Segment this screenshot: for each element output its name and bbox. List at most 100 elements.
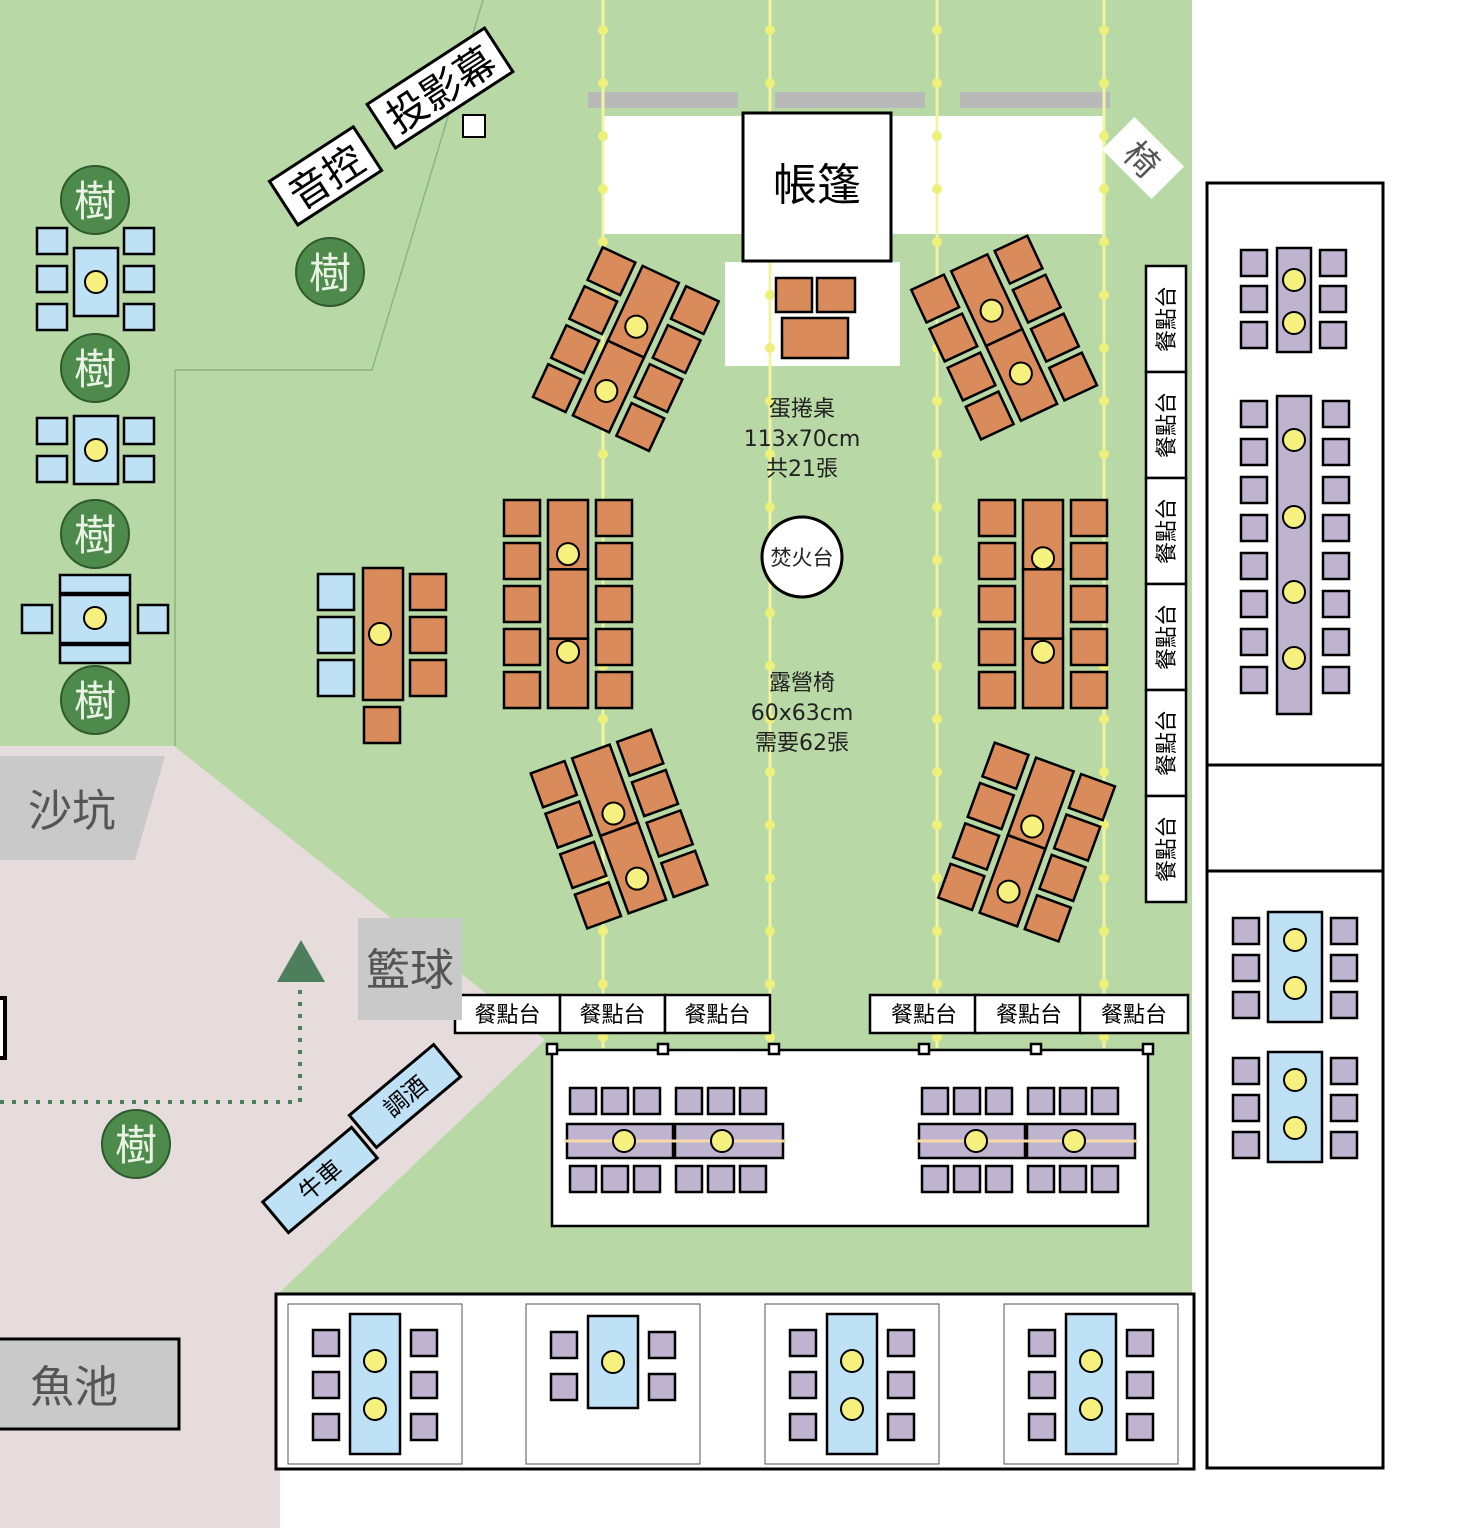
lamp-icon (1282, 505, 1306, 529)
lamp-icon (556, 639, 580, 664)
chair (1321, 513, 1351, 543)
light-bulb (598, 714, 608, 724)
side-table-set-middle (35, 414, 156, 486)
light-bulb (932, 184, 942, 194)
chair (35, 302, 69, 332)
chair (1231, 990, 1261, 1020)
camp-chair-title: 露營椅 (769, 671, 835, 696)
basketball-label: 籃球 (366, 945, 454, 996)
chair (1231, 1130, 1261, 1160)
chair (1058, 1086, 1088, 1116)
table-block-left-bottom (529, 728, 710, 931)
chair (920, 1086, 950, 1116)
chair (920, 1164, 950, 1194)
bench (58, 643, 132, 665)
direction-arrow-icon (277, 940, 325, 982)
chair (1239, 627, 1269, 657)
camp-chair (1037, 853, 1088, 903)
chair (706, 1164, 736, 1194)
chair (311, 1412, 341, 1442)
light-bulb (765, 873, 775, 883)
chair (1026, 1086, 1056, 1116)
light-bulb (932, 449, 942, 459)
chair (122, 416, 156, 446)
table-block-right-center (977, 498, 1109, 710)
camp-chair (316, 658, 356, 698)
light-bulb (1099, 820, 1109, 830)
light-bulb (765, 25, 775, 35)
light-bulb (1099, 184, 1109, 194)
lamp-icon (1283, 1068, 1307, 1092)
light-bulb (932, 926, 942, 936)
chair (788, 1328, 818, 1358)
chair (136, 603, 170, 635)
food-station-bottom-right-1: 餐點台 (868, 993, 980, 1035)
camp-chair (1069, 670, 1109, 710)
egg-roll-table-count: 共21張 (766, 457, 838, 482)
lamp-icon (556, 542, 580, 567)
chair (1329, 953, 1359, 983)
chair (788, 1370, 818, 1400)
tree-label: 樹 (74, 345, 116, 394)
chair (1318, 320, 1348, 350)
chair (1027, 1370, 1057, 1400)
camp-chair (1069, 627, 1109, 667)
camp-chair (964, 389, 1016, 442)
lamp-icon (964, 1129, 988, 1153)
camp-chair (502, 541, 542, 581)
camp-chair (1067, 772, 1117, 822)
chair (1329, 1056, 1359, 1086)
chair (1125, 1328, 1155, 1358)
chair (409, 1412, 439, 1442)
tree-label: 樹 (74, 677, 116, 726)
projector-marker (462, 114, 486, 138)
food-station-bottom-left-3: 餐點台 (663, 993, 772, 1035)
camp-chair (992, 234, 1045, 286)
light-bulb (765, 78, 775, 88)
light-bulb (932, 714, 942, 724)
camp-chair (651, 323, 703, 375)
light-bulb (932, 820, 942, 830)
lamp-icon (1020, 814, 1045, 839)
top-barrier (960, 92, 1110, 108)
chair (311, 1328, 341, 1358)
chair (1321, 665, 1351, 695)
food-station-bottom-right-2: 餐點台 (973, 993, 1085, 1035)
light-bulb (1099, 396, 1109, 406)
camp-chair-size: 60x63cm (751, 701, 854, 726)
light-bulb (932, 608, 942, 618)
lamp-icon (83, 606, 107, 630)
food-station-box (1144, 688, 1188, 798)
light-bulb (1099, 1032, 1109, 1042)
lamp-icon (1282, 580, 1306, 604)
basketball-zone (358, 918, 462, 1020)
tree-label: 樹 (309, 249, 351, 298)
tent-post (917, 1042, 931, 1056)
camp-chair (936, 862, 987, 912)
camp-chair (594, 584, 634, 624)
light-bulb (1099, 237, 1109, 247)
light-bulb (1099, 714, 1109, 724)
chair (674, 1164, 704, 1194)
camp-chair (594, 627, 634, 667)
egg-roll-table (1021, 568, 1065, 640)
egg-roll-table (546, 568, 590, 640)
camp-chair (594, 498, 634, 538)
chair (984, 1086, 1014, 1116)
tent (741, 111, 893, 263)
food-station-label: 餐點台 (1155, 392, 1180, 458)
chair (1239, 551, 1269, 581)
light-bulb (598, 237, 608, 247)
table-block-left-mixed (316, 566, 448, 745)
camp-chair (977, 541, 1017, 581)
food-station-right-3: 餐點台 (1144, 476, 1188, 586)
lamp-icon (1079, 1349, 1103, 1373)
camp-chair (615, 728, 665, 778)
food-station-label: 餐點台 (579, 1003, 645, 1028)
chair (1321, 399, 1351, 429)
egg-roll-table (780, 316, 850, 360)
camp-chair (977, 584, 1017, 624)
lamp-icon (1283, 976, 1307, 1000)
chair (1321, 627, 1351, 657)
light-bulb (932, 979, 942, 989)
